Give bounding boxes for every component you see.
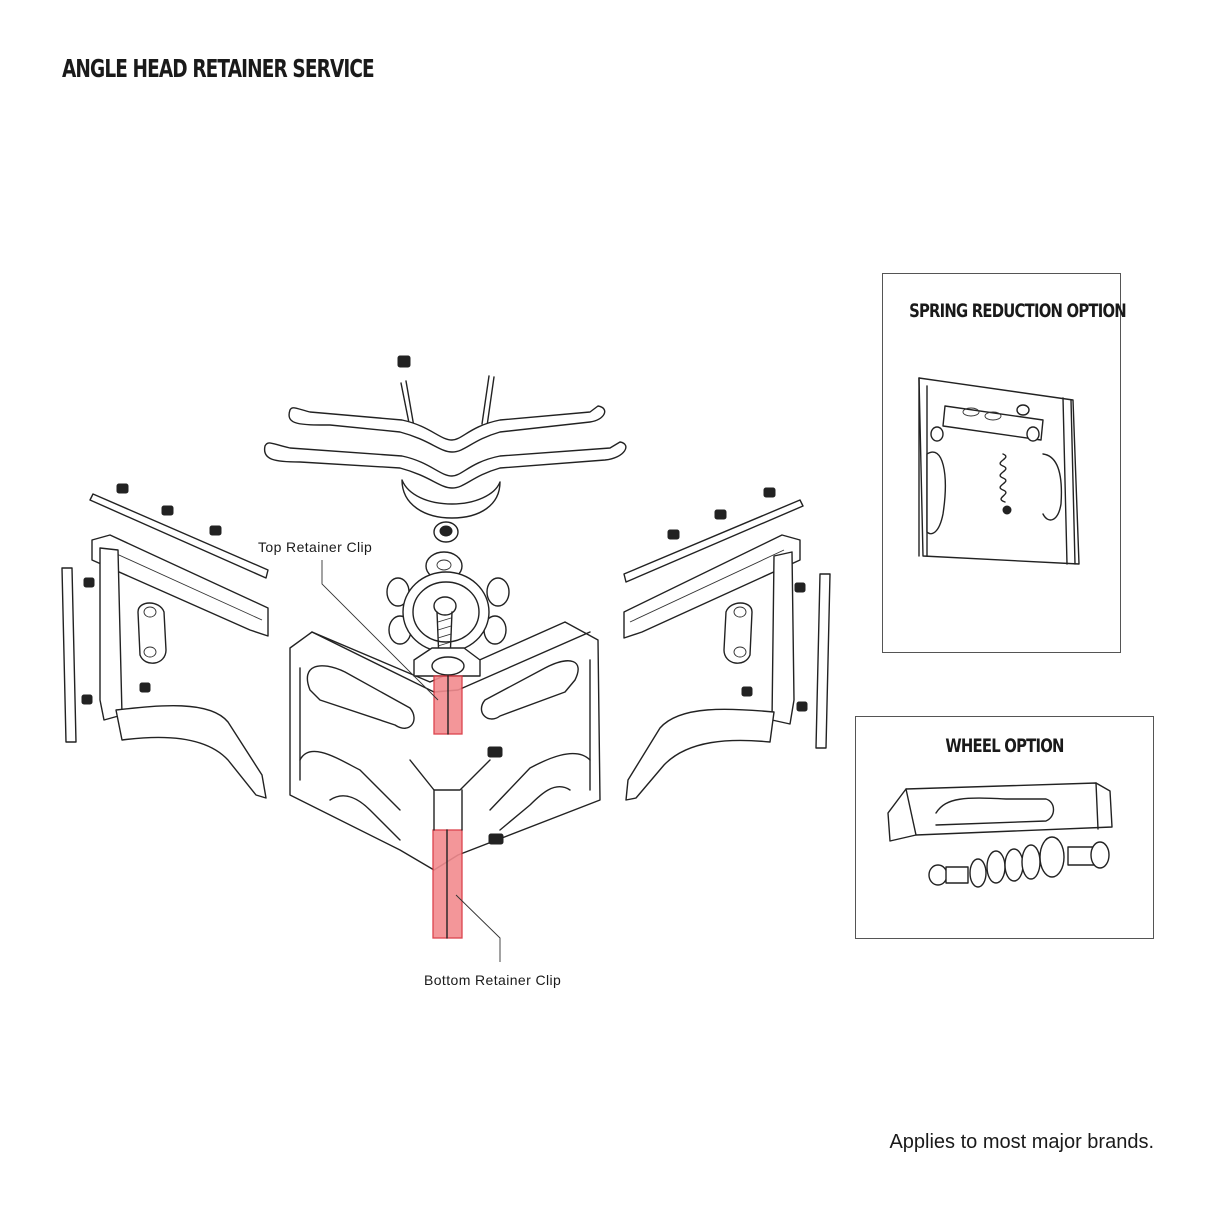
footer-note: Applies to most major brands. bbox=[889, 1131, 1154, 1153]
top-clip-leader bbox=[321, 560, 439, 701]
spring-reduction-illustration bbox=[918, 377, 1080, 565]
wheel-option-title: WHEEL OPTION bbox=[945, 735, 1064, 757]
bottom-retainer-clip-label: Bottom Retainer Clip bbox=[424, 972, 562, 988]
set-screw-mid bbox=[487, 746, 503, 758]
bow-arms bbox=[263, 405, 627, 519]
angle-head-body bbox=[289, 621, 601, 871]
top-retainer-clip-label: Top Retainer Clip bbox=[258, 539, 373, 555]
left-side-plate bbox=[61, 483, 269, 799]
spring-reduction-option-title: SPRING REDUCTION OPTION bbox=[909, 300, 1127, 322]
set-screw-top bbox=[397, 355, 411, 368]
tension-springs bbox=[400, 375, 495, 429]
spring-reduction-option-panel: SPRING REDUCTION OPTION bbox=[882, 273, 1127, 653]
cam-wheel-assembly bbox=[386, 551, 510, 661]
right-side-plate bbox=[623, 487, 831, 801]
wheel-option-panel: WHEEL OPTION bbox=[855, 716, 1154, 939]
pivot-button bbox=[433, 521, 459, 543]
set-screw-low bbox=[488, 833, 504, 845]
bottom-clip-leader bbox=[455, 894, 501, 962]
wheel-option-illustration bbox=[887, 782, 1113, 888]
page-title: ANGLE HEAD RETAINER SERVICE bbox=[62, 54, 375, 83]
